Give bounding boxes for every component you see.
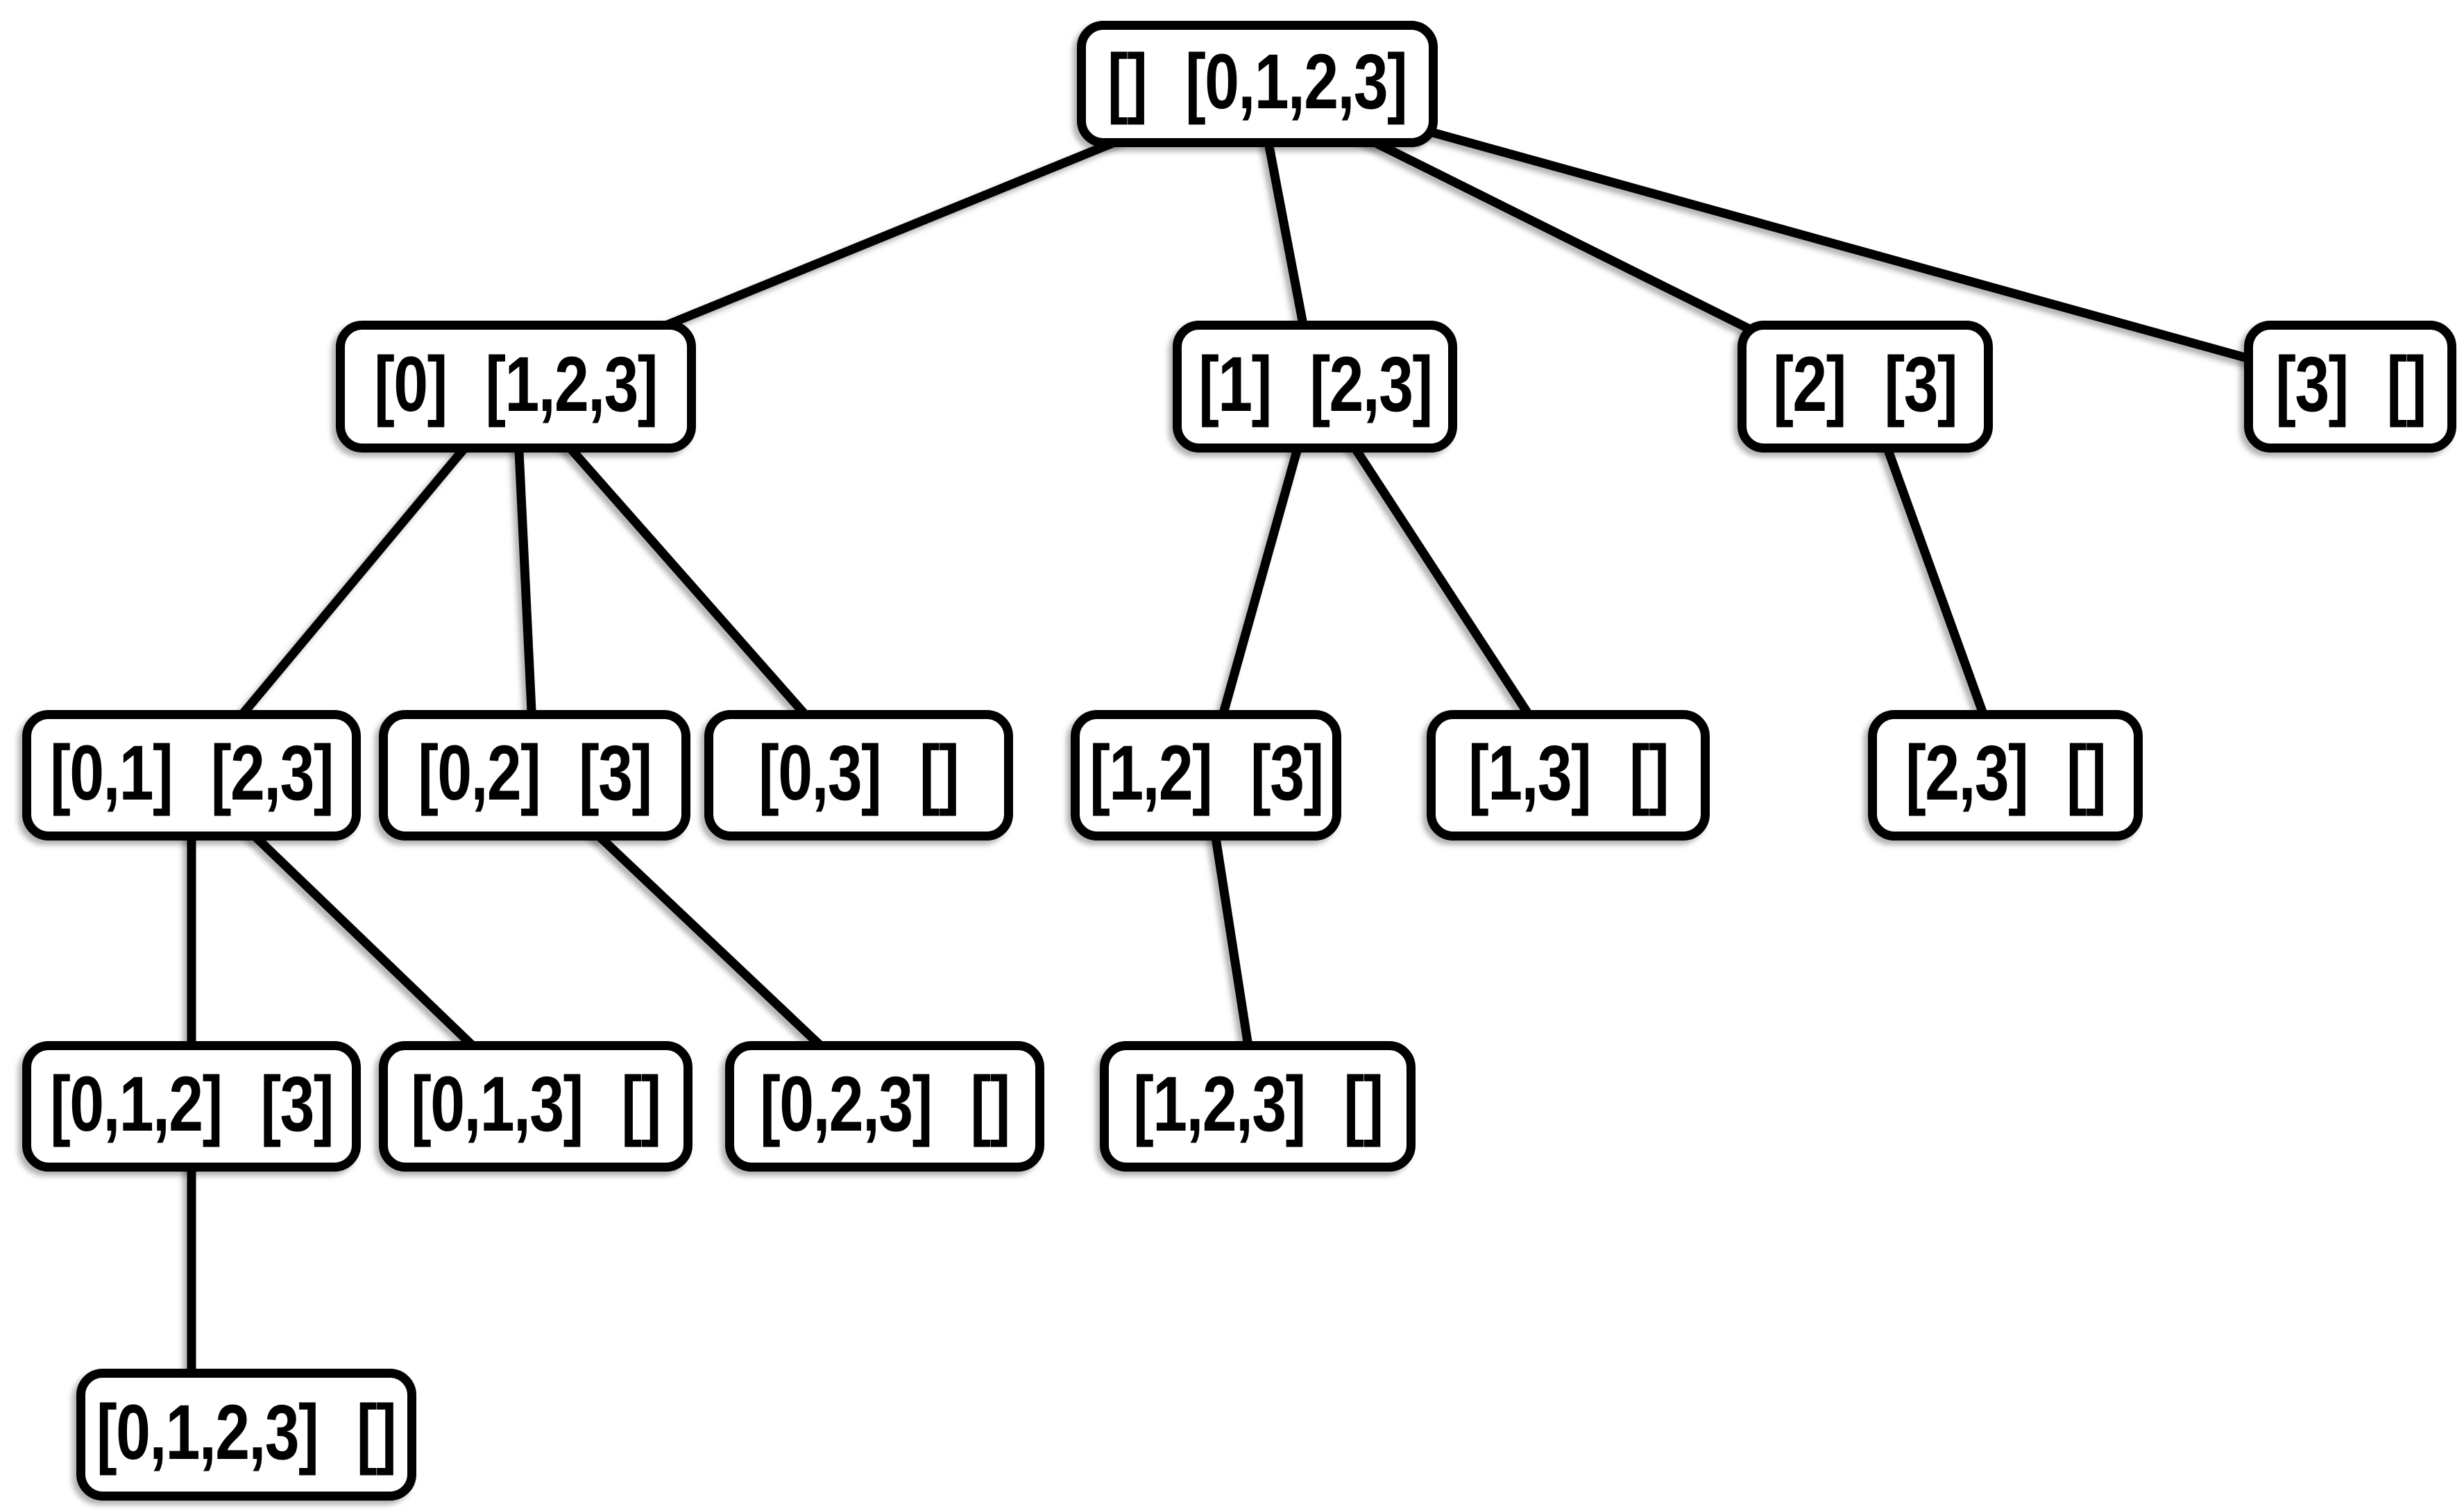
tree-node-n023: [0,2,3] [] [725, 1041, 1044, 1172]
remaining-set-label: [2,3] [1309, 341, 1433, 428]
remaining-set-label: [] [2386, 341, 2427, 428]
chosen-set-label: [] [1107, 38, 1148, 125]
node-labels: [0,1,3][] [411, 1065, 661, 1147]
tree-node-n02: [0,2] [3] [379, 710, 690, 841]
chosen-set-label: [1,2,3] [1132, 1061, 1306, 1147]
node-labels: [0,2,3][] [760, 1065, 1010, 1147]
node-labels: [0,3] [] [758, 729, 960, 816]
chosen-set-label: [0,1] [49, 729, 173, 816]
node-labels: [3] [] [2275, 341, 2427, 428]
remaining-set-label: [] [1629, 729, 1669, 816]
node-labels: [1,2,3] [] [1132, 1061, 1384, 1147]
node-labels: [1] [2,3] [1198, 341, 1433, 428]
tree-node-n012: [0,1,2] [3] [22, 1041, 361, 1172]
chosen-set-label: [3] [2275, 341, 2349, 428]
node-labels: [0,2][3] [418, 734, 652, 816]
chosen-set-label: [0,2,3] [760, 1061, 933, 1147]
tree-node-n12: [1,2] [3] [1071, 710, 1341, 841]
remaining-set-label: [0,1,2,3] [1185, 38, 1408, 125]
tree-node-n2: [2] [3] [1737, 321, 1993, 453]
tree-node-n03: [0,3] [] [704, 710, 1013, 841]
chosen-set-label: [0,1,2,3] [96, 1389, 319, 1476]
chosen-set-label: [0,1,2] [49, 1061, 223, 1147]
tree-node-n1: [1] [2,3] [1173, 321, 1457, 453]
remaining-set-label: [] [919, 729, 960, 816]
remaining-set-label: [3] [1250, 729, 1324, 816]
remaining-set-label: [] [621, 1061, 661, 1147]
remaining-set-label: [] [2066, 729, 2107, 816]
node-labels: [0,1] [2,3] [49, 729, 334, 816]
chosen-set-label: [2] [1773, 341, 1847, 428]
chosen-set-label: [0,1,3] [411, 1061, 584, 1147]
tree-node-n0: [0] [1,2,3] [336, 321, 696, 453]
remaining-set-label: [1,2,3] [485, 341, 659, 428]
chosen-set-label: [1,3] [1468, 729, 1592, 816]
remaining-set-label: [3] [1884, 341, 1958, 428]
tree-edge-root-n3 [1256, 79, 2352, 391]
node-labels: [0,1,2,3] [] [96, 1389, 397, 1476]
tree-node-n0123: [0,1,2,3] [] [76, 1369, 416, 1501]
tree-node-n123: [1,2,3] [] [1100, 1041, 1416, 1172]
chosen-set-label: [1,2] [1089, 729, 1213, 816]
node-labels: [2] [3] [1773, 341, 1959, 428]
tree-node-n01: [0,1] [2,3] [22, 710, 361, 841]
node-labels: [1,3] [] [1468, 729, 1669, 816]
chosen-set-label: [0,2] [418, 729, 541, 816]
node-labels: [2,3] [] [1905, 729, 2107, 816]
chosen-set-label: [2,3] [1905, 729, 2029, 816]
tree-node-n13: [1,3] [] [1427, 710, 1710, 841]
tree-node-n3: [3] [] [2244, 321, 2456, 453]
remaining-set-label: [] [357, 1389, 397, 1476]
tree-node-root: [] [0,1,2,3] [1077, 21, 1438, 147]
remaining-set-label: [3] [579, 729, 652, 816]
node-labels: [0,1,2] [3] [49, 1061, 334, 1147]
node-labels: [] [0,1,2,3] [1107, 38, 1408, 125]
chosen-set-label: [1] [1198, 341, 1272, 428]
remaining-set-label: [] [970, 1061, 1010, 1147]
remaining-set-label: [] [1343, 1061, 1384, 1147]
node-labels: [1,2] [3] [1089, 729, 1324, 816]
tree-node-n013: [0,1,3] [] [379, 1041, 693, 1172]
remaining-set-label: [2,3] [210, 729, 334, 816]
tree-node-n23: [2,3] [] [1868, 710, 2143, 841]
chosen-set-label: [0,3] [758, 729, 882, 816]
node-labels: [0] [1,2,3] [374, 341, 659, 428]
remaining-set-label: [3] [260, 1061, 334, 1147]
chosen-set-label: [0] [374, 341, 448, 428]
